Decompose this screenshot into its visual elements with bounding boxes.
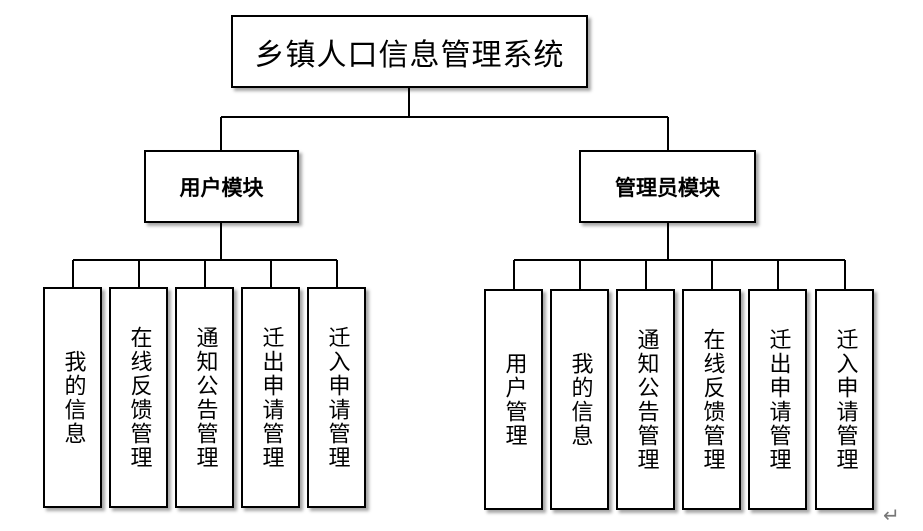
user-leaf-move-in: 迁入申请管理	[307, 287, 366, 508]
leaf-label: 我的信息	[567, 351, 593, 448]
root-node: 乡镇人口信息管理系统	[231, 15, 588, 88]
user-module-label: 用户模块	[179, 175, 264, 200]
user-leaf-move-out: 迁出申请管理	[241, 287, 300, 508]
leaf-label: 我的信息	[60, 349, 86, 446]
admin-leaf-feedback: 在线反馈管理	[682, 289, 741, 510]
leaf-label: 迁出申请管理	[765, 327, 791, 472]
user-leaf-notice: 通知公告管理	[175, 287, 234, 508]
user-leaf-feedback: 在线反馈管理	[109, 287, 168, 508]
admin-module-node: 管理员模块	[579, 150, 756, 223]
leaf-label: 迁入申请管理	[324, 325, 350, 470]
leaf-label: 迁入申请管理	[832, 327, 858, 472]
user-module-node: 用户模块	[144, 150, 299, 223]
admin-module-label: 管理员模块	[615, 175, 720, 200]
admin-leaf-move-in: 迁入申请管理	[815, 289, 874, 510]
leaf-label: 迁出申请管理	[258, 325, 284, 470]
leaf-label: 通知公告管理	[192, 325, 218, 470]
admin-leaf-user-mgmt: 用户管理	[484, 289, 543, 510]
admin-leaf-move-out: 迁出申请管理	[748, 289, 807, 510]
leaf-label: 通知公告管理	[633, 327, 659, 472]
admin-leaf-my-info: 我的信息	[550, 289, 609, 510]
admin-leaf-notice: 通知公告管理	[616, 289, 675, 510]
user-leaf-my-info: 我的信息	[43, 287, 102, 508]
root-label: 乡镇人口信息管理系统	[254, 37, 565, 73]
leaf-label: 用户管理	[501, 351, 527, 448]
paragraph-mark-icon: ↵	[883, 503, 900, 527]
leaf-label: 在线反馈管理	[126, 325, 152, 470]
leaf-label: 在线反馈管理	[699, 327, 725, 472]
